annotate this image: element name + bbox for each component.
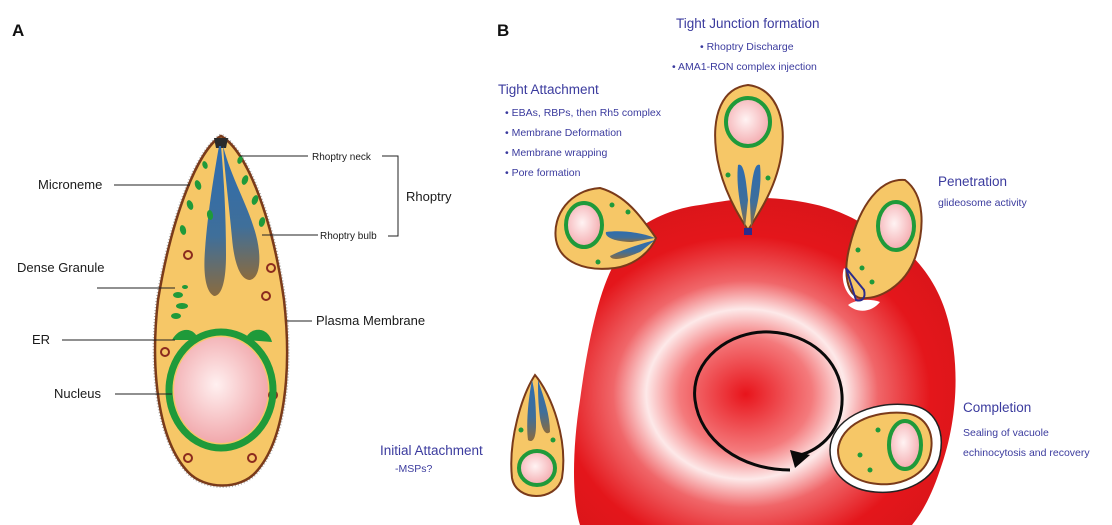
label-dense-granule: Dense Granule xyxy=(17,260,104,275)
panel-a-letter: A xyxy=(12,21,24,40)
stage-initial-attachment: Initial Attachment -MSPs? xyxy=(380,443,483,475)
stage-item: -MSPs? xyxy=(395,463,433,475)
stage-title-completion: Completion xyxy=(963,400,1031,415)
stage-item: • AMA1-RON complex injection xyxy=(672,61,817,73)
stage-item: Sealing of vacuole xyxy=(963,427,1049,439)
label-rhoptry-neck: Rhoptry neck xyxy=(312,152,372,163)
stage-title-penetration: Penetration xyxy=(938,174,1007,189)
stage-title-initial-attachment: Initial Attachment xyxy=(380,443,483,458)
stage-completion: Completion Sealing of vacuole echinocyto… xyxy=(963,400,1090,459)
stage-item: • EBAs, RBPs, then Rh5 complex xyxy=(505,107,662,119)
stage-tight-attachment: Tight Attachment • EBAs, RBPs, then Rh5 … xyxy=(498,82,662,179)
merozoite-detailed xyxy=(155,136,287,486)
stage-item: • Membrane Deformation xyxy=(505,127,622,139)
stage-tight-junction: Tight Junction formation • Rhoptry Disch… xyxy=(672,16,820,73)
label-er: ER xyxy=(32,332,50,347)
stage-item: • Membrane wrapping xyxy=(505,147,607,159)
stage-item: • Pore formation xyxy=(505,167,581,179)
stage-penetration: Penetration glideosome activity xyxy=(938,174,1027,209)
label-rhoptry-bulb: Rhoptry bulb xyxy=(320,231,377,242)
stage-title-tight-attachment: Tight Attachment xyxy=(498,82,599,97)
label-microneme: Microneme xyxy=(38,177,102,192)
panel-b-letter: B xyxy=(497,21,509,40)
stage-title-tight-junction: Tight Junction formation xyxy=(676,16,820,31)
nucleus xyxy=(174,337,268,443)
stage-item: echinocytosis and recovery xyxy=(963,447,1090,459)
label-nucleus: Nucleus xyxy=(54,386,101,401)
label-rhoptry: Rhoptry xyxy=(406,189,452,204)
label-plasma-membrane: Plasma Membrane xyxy=(316,313,425,328)
stage-item: • Rhoptry Discharge xyxy=(700,41,794,53)
merozoite-initial xyxy=(511,375,563,496)
stage-item: glideosome activity xyxy=(938,197,1027,209)
merozoite-tight-attachment xyxy=(555,188,656,269)
